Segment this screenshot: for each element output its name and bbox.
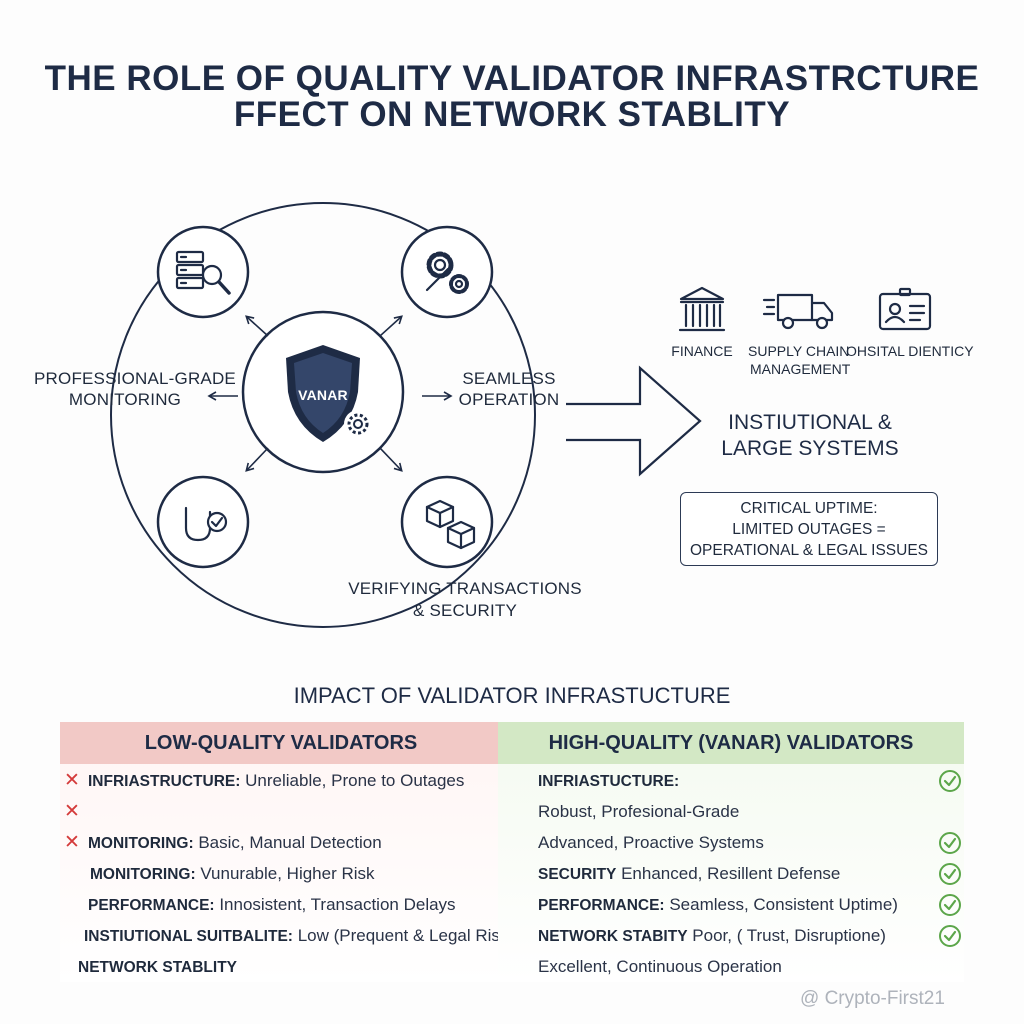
- high-quality-row: Robust, Profesional-Grade: [538, 801, 739, 824]
- cross-icon: ✕: [64, 770, 80, 791]
- sector-identity-label: OHSITAL DIENTICY: [846, 343, 974, 359]
- row-key: PERFORMANCE:: [88, 897, 215, 914]
- security-node: [400, 475, 494, 569]
- row-key: INSTIUTIONAL SUITBALITE:: [84, 928, 293, 945]
- row-value: Poor, ( Trust, Disruptione): [687, 926, 886, 945]
- low-quality-header: LOW-QUALITY VALIDATORS: [60, 722, 502, 764]
- row-key: MONITORING:: [90, 866, 196, 883]
- row-key: MONITORING:: [88, 835, 194, 852]
- critical-uptime-line2: LIMITED OUTAGES =: [732, 520, 886, 538]
- cross-icon: ✕: [64, 832, 80, 853]
- monitoring-label-line2: MONITORING: [68, 390, 182, 409]
- row-key: INFRIASTRUCTURE:: [88, 773, 241, 790]
- row-value: Innosistent, Transaction Delays: [214, 895, 456, 914]
- id-card-icon: [878, 287, 932, 331]
- sector-supply-chain-label-line2: MANAGEMENT: [750, 361, 851, 377]
- cross-icon: ✕: [64, 801, 80, 822]
- orbit-ring: [110, 202, 536, 628]
- blocks-icon: [425, 499, 476, 550]
- high-quality-header: HIGH-QUALITY (VANAR) VALIDATORS: [498, 722, 964, 764]
- uptime-node: [156, 475, 250, 569]
- impact-heading: IMPACT OF VALIDATOR INFRASTUCTURE: [293, 683, 731, 708]
- critical-uptime-line1: CRITICAL UPTIME:: [740, 499, 878, 517]
- low-quality-row: MONITORING: Vunurable, Higher Risk: [90, 863, 375, 886]
- sector-supply-chain-label-line1: SUPPLY CHAIN: [748, 343, 850, 359]
- gears-icon: [425, 251, 469, 294]
- high-quality-row: INFRIASTUCTURE:: [538, 770, 679, 793]
- row-value: Advanced, Proactive Systems: [538, 833, 764, 852]
- page-title-line2: FFECT ON NETWORK STABLITY: [233, 95, 791, 134]
- institutional-heading-line2: LARGE SYSTEMS: [721, 437, 899, 460]
- row-key: INFRIASTUCTURE:: [538, 773, 680, 790]
- row-value: Unreliable, Prone to Outages: [240, 771, 465, 790]
- page-title-line1: THE ROLE OF QUALITY VALIDATOR INFRASTRCT…: [44, 59, 980, 98]
- low-quality-panel: LOW-QUALITY VALIDATORS ✕ INFRIASTRUCTURE:…: [60, 722, 514, 982]
- check-icon: [939, 863, 961, 885]
- vanar-shield-icon: [286, 345, 372, 442]
- watermark: @ Crypto-First21: [800, 988, 945, 1009]
- row-value: Low (Prequent & Legal Risk): [292, 926, 515, 945]
- row-key: PERFORMANCE:: [538, 897, 665, 914]
- security-label-line1: VERIFYING TRANSACTIONS: [348, 579, 582, 598]
- critical-uptime-box: CRITICAL UPTIME: LIMITED OUTAGES = OPERA…: [680, 492, 938, 566]
- server-search-icon: [175, 250, 231, 295]
- security-label-line2: & SECURITY: [412, 601, 518, 620]
- truck-icon: [762, 293, 834, 330]
- low-quality-row: INSTIUTIONAL SUITBALITE: Low (Prequent &…: [84, 925, 514, 948]
- high-quality-row: Excellent, Continuous Operation: [538, 956, 782, 979]
- check-icon: [939, 894, 961, 916]
- row-value: Enhanced, Resillent Defense: [616, 864, 841, 883]
- low-quality-row: ✕ INFRIASTRUCTURE: Unreliable, Prone to O…: [64, 770, 465, 793]
- row-value: Seamless, Consistent Uptime): [664, 895, 898, 914]
- check-icon: [939, 770, 961, 792]
- row-value: Excellent, Continuous Operation: [538, 957, 782, 976]
- row-value: Vunurable, Higher Risk: [195, 864, 375, 883]
- center-label: VANAR: [298, 387, 348, 403]
- high-quality-row: PERFORMANCE: Seamless, Consistent Uptime…: [538, 894, 898, 917]
- row-key: SECURITY: [538, 866, 617, 883]
- monitoring-label-line1: PROFESSIONAL-GRADE: [34, 369, 236, 388]
- row-value: Robust, Profesional-Grade: [538, 802, 740, 821]
- operation-label-line1: SEAMLESS: [462, 369, 556, 388]
- row-key: NETWORK STABLITY: [78, 959, 238, 976]
- low-quality-row: PERFORMANCE: Innosistent, Transaction De…: [88, 894, 456, 917]
- check-icon: [939, 832, 961, 854]
- high-quality-row: NETWORK STABITY Poor, ( Trust, Disruptio…: [538, 925, 886, 948]
- row-value: Basic, Manual Detection: [193, 833, 382, 852]
- institutional-heading-line1: INSTIUTIONAL &: [728, 411, 892, 434]
- critical-uptime-line3: OPERATIONAL & LEGAL ISSUES: [689, 541, 929, 559]
- low-quality-row: ✕ MONITORING: Basic, Manual Detection: [64, 832, 382, 855]
- row-key: NETWORK STABITY: [538, 928, 688, 945]
- high-quality-row: Advanced, Proactive Systems: [538, 832, 764, 855]
- check-icon: [939, 925, 961, 947]
- sector-finance-label: FINANCE: [671, 343, 733, 359]
- high-quality-panel: HIGH-QUALITY (VANAR) VALIDATORS INFRIAST…: [498, 722, 964, 982]
- low-quality-row: NETWORK STABLITY: [78, 956, 237, 979]
- bank-icon: [678, 286, 726, 332]
- uptime-check-icon: [184, 506, 228, 542]
- operation-label-line2: OPERATION: [458, 390, 560, 409]
- high-quality-row: SECURITY Enhanced, Resillent Defense: [538, 863, 840, 886]
- big-arrow: [566, 365, 702, 477]
